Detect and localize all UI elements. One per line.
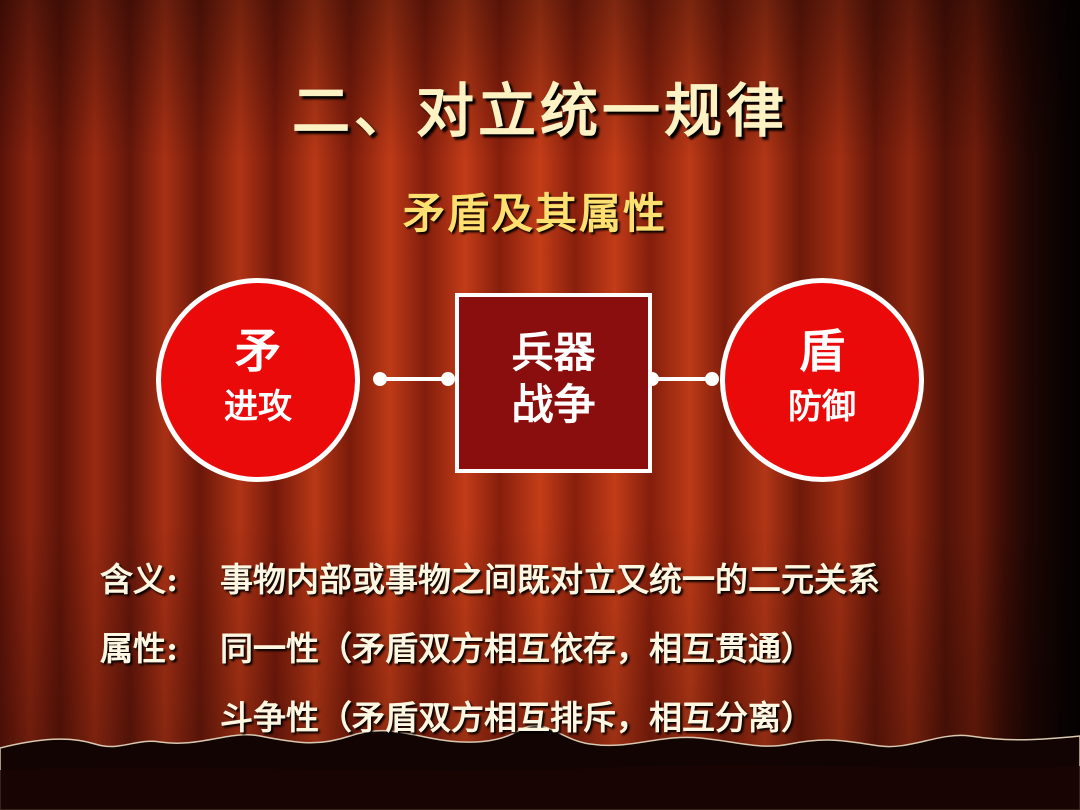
weapon-war-node: 兵器 战争	[455, 293, 652, 473]
weapon-war-line1: 兵器	[511, 328, 596, 377]
weapon-war-line2: 战争	[511, 380, 596, 429]
shield-node: 盾 防御	[720, 278, 924, 482]
meaning-label: 含义:	[100, 560, 179, 599]
attribute-struggle-text: 斗争性（矛盾双方相互排斥，相互分离）	[220, 698, 814, 737]
attribute-label: 属性:	[100, 629, 179, 668]
left-connector-line	[380, 377, 448, 381]
spear-node: 矛 进攻	[156, 278, 360, 482]
right-connector-dot-end	[705, 372, 719, 386]
shield-node-label: 盾	[799, 324, 845, 378]
left-connector-dot-start	[373, 372, 387, 386]
right-connector-line	[652, 377, 712, 381]
spear-node-sublabel: 进攻	[224, 387, 292, 427]
spear-node-label: 矛	[235, 324, 281, 378]
meaning-text: 事物内部或事物之间既对立又统一的二元关系	[220, 560, 880, 599]
shield-node-sublabel: 防御	[788, 387, 856, 427]
page-subtitle: 矛盾及其属性	[402, 189, 667, 238]
page-title: 二、对立统一规律	[291, 77, 788, 145]
left-connector-dot-end	[441, 372, 455, 386]
attribute-identity-text: 同一性（矛盾双方相互依存，相互贯通）	[220, 629, 814, 668]
